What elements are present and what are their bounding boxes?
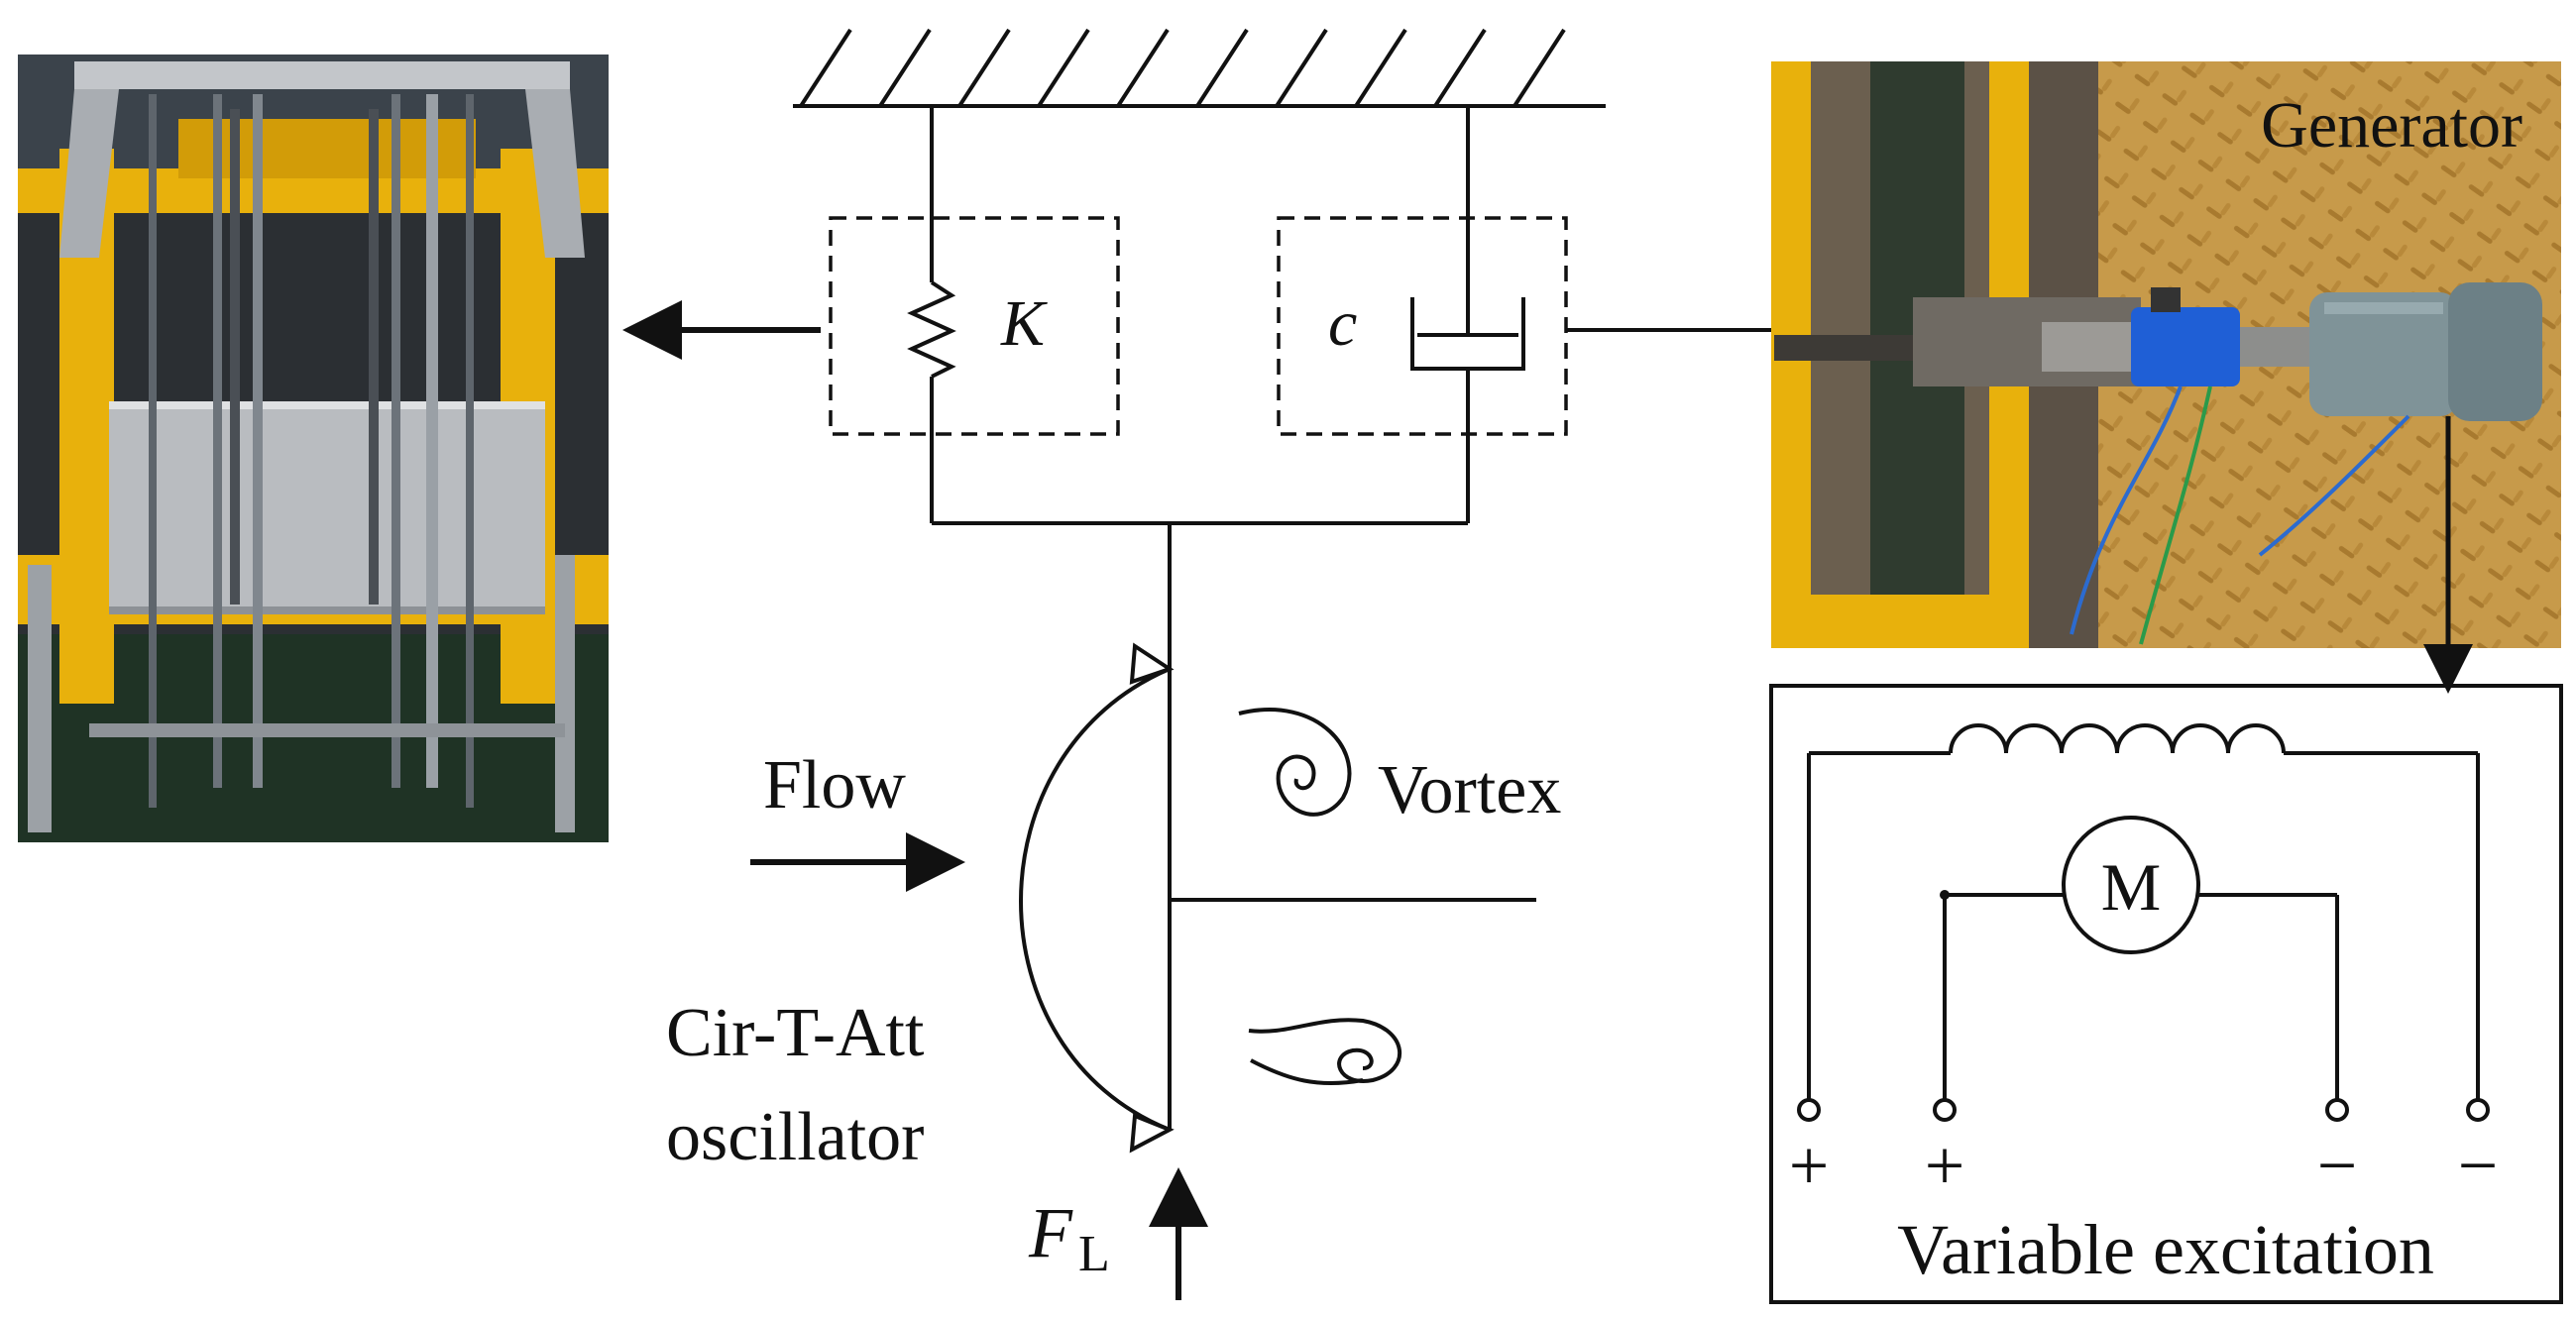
generator-photo-icon — [1771, 61, 2561, 648]
test-rig-photo-icon — [18, 55, 609, 842]
damper-element — [1410, 106, 1525, 523]
motor-label: M — [2101, 849, 2161, 925]
flow-label: Flow — [763, 747, 906, 824]
spring-dashed-box — [829, 216, 1120, 436]
junction-dot — [1940, 890, 1950, 900]
circuit-box — [1769, 684, 2563, 1304]
oscillator-label-line2: oscillator — [666, 1099, 924, 1175]
terminal-minus-inner: − — [2317, 1126, 2358, 1205]
circuit-wiring — [1797, 723, 2490, 1122]
spring-element — [907, 106, 956, 523]
terminal-plus-inner: + — [1925, 1126, 1965, 1205]
vortex-lower-icon — [1248, 1018, 1401, 1086]
lift-force-subscript: L — [1078, 1226, 1110, 1282]
damper-dashed-box — [1277, 216, 1568, 436]
vortex-label: Vortex — [1378, 752, 1561, 828]
oscillator-shape — [1019, 642, 1536, 1154]
fixed-support — [793, 28, 1606, 108]
terminal-minus-outer: − — [2458, 1126, 2499, 1205]
generator-label: Generator — [2261, 89, 2522, 162]
damper-label: c — [1328, 287, 1357, 360]
variable-excitation-label: Variable excitation — [1897, 1210, 2434, 1289]
oscillator-label-line1: Cir-T-Att — [666, 995, 925, 1071]
vortex-upper-icon — [1238, 708, 1352, 817]
terminal-plus-outer: + — [1789, 1126, 1830, 1205]
lift-force-symbol: F — [1028, 1193, 1073, 1272]
spring-label: K — [1000, 287, 1048, 360]
connecting-frame — [932, 521, 1468, 669]
